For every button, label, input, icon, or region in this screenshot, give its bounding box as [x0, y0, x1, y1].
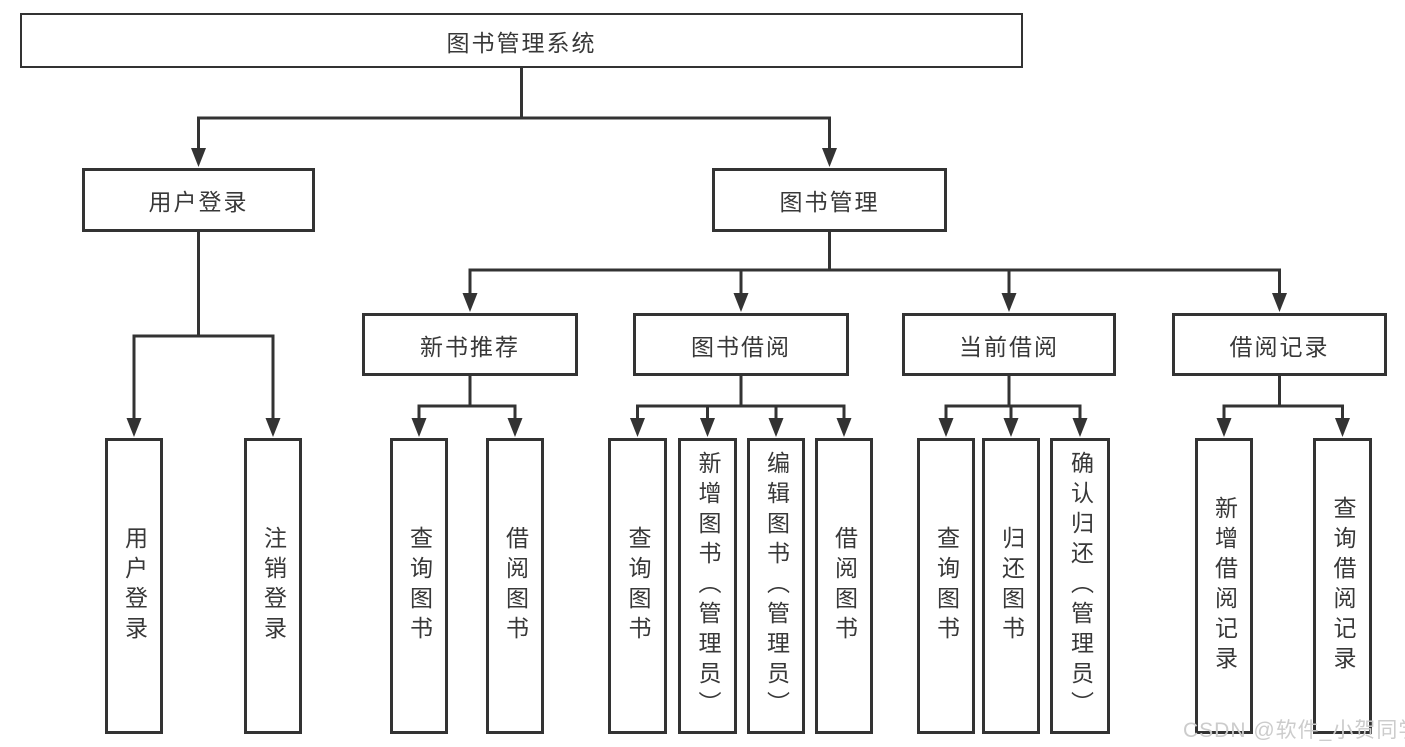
leaf-add-borrow-record: 新增借阅记录 [1195, 438, 1253, 734]
node-user-login: 用户登录 [82, 168, 315, 232]
leaf-query-books-recommend: 查询图书 [390, 438, 448, 734]
node-root: 图书管理系统 [20, 13, 1023, 68]
leaf-query-books-borrowing-label: 查询图书 [625, 526, 651, 646]
leaf-borrow-books-recommend: 借阅图书 [486, 438, 544, 734]
node-user-login-label: 用户登录 [148, 189, 249, 215]
leaf-borrow-books-borrowing: 借阅图书 [815, 438, 873, 734]
leaf-query-borrow-record-label: 查询借阅记录 [1330, 496, 1356, 676]
leaf-return-books-label: 归还图书 [998, 526, 1025, 646]
leaf-query-books-current-label: 查询图书 [933, 526, 960, 646]
leaf-query-books-borrowing: 查询图书 [608, 438, 667, 734]
leaf-add-borrow-record-label: 新增借阅记录 [1211, 496, 1238, 676]
leaf-add-books-admin-label: 新增图书（管理员） [695, 451, 721, 721]
node-book-management-label: 图书管理 [779, 189, 880, 215]
leaf-user-login: 用户登录 [105, 438, 163, 734]
leaf-confirm-return-admin-label: 确认归还（管理员） [1067, 451, 1094, 721]
leaf-borrow-books-borrowing-label: 借阅图书 [831, 526, 858, 646]
leaf-return-books: 归还图书 [982, 438, 1040, 734]
node-book-management: 图书管理 [712, 168, 947, 232]
node-new-book-recommendation: 新书推荐 [362, 313, 578, 376]
leaf-query-borrow-record: 查询借阅记录 [1313, 438, 1372, 734]
node-new-book-recommendation-label: 新书推荐 [420, 333, 520, 360]
node-borrowing-records: 借阅记录 [1172, 313, 1387, 376]
node-current-borrowing-label: 当前借阅 [959, 333, 1059, 360]
leaf-query-books-current: 查询图书 [917, 438, 975, 734]
node-current-borrowing: 当前借阅 [902, 313, 1116, 376]
node-book-borrowing: 图书借阅 [633, 313, 849, 376]
leaf-user-login-label: 用户登录 [121, 526, 148, 646]
arrowheads [126, 148, 1350, 437]
leaf-edit-books-admin: 编辑图书（管理员） [747, 438, 805, 734]
leaf-edit-books-admin-label: 编辑图书（管理员） [763, 451, 790, 721]
node-borrowing-records-label: 借阅记录 [1229, 333, 1330, 360]
watermark-text: CSDN @软件_小贺同学 [1183, 719, 1405, 742]
node-root-label: 图书管理系统 [446, 29, 597, 56]
leaf-logout-login: 注销登录 [244, 438, 302, 734]
node-book-borrowing-label: 图书借阅 [691, 333, 791, 360]
leaf-confirm-return-admin: 确认归还（管理员） [1050, 438, 1110, 734]
leaf-add-books-admin: 新增图书（管理员） [678, 438, 737, 734]
leaf-logout-login-label: 注销登录 [260, 526, 287, 646]
leaf-borrow-books-recommend-label: 借阅图书 [502, 526, 529, 646]
leaf-query-books-recommend-label: 查询图书 [406, 526, 433, 646]
